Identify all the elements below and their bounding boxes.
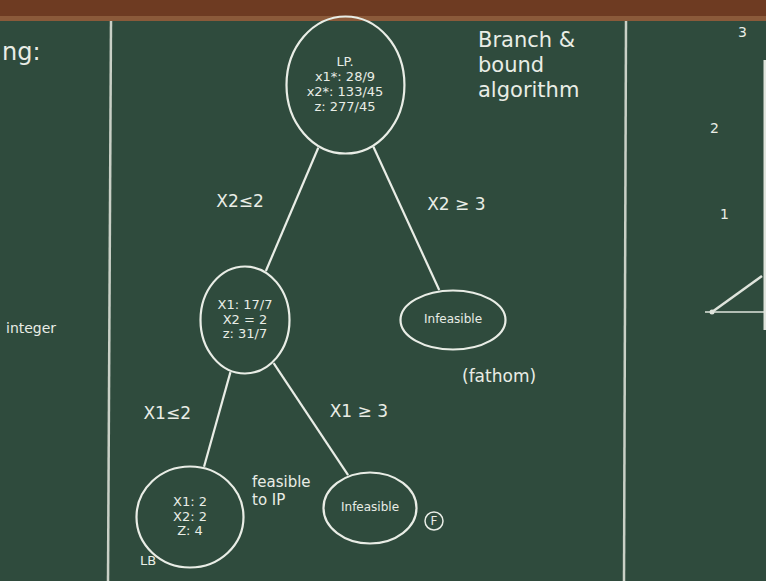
chalk-note: feasible to IP: [252, 473, 324, 509]
node-text: X1: 2: [173, 495, 207, 510]
branch-constraint: X2≤2: [214, 191, 266, 211]
node-text: z: 277/45: [314, 100, 375, 115]
chalk-note: 1: [720, 206, 729, 222]
branch-constraint: X1≤2: [141, 403, 193, 423]
branch-line: [373, 147, 439, 290]
chalk-note: integer: [6, 320, 56, 336]
node-text: Infeasible: [424, 313, 482, 327]
branch-constraint: X1 ≥ 3: [328, 401, 390, 421]
chalk-note: LB: [140, 553, 156, 568]
branch-constraint: X2 ≥ 3: [425, 194, 487, 214]
chalk-note: Branch & bound algorithm: [478, 28, 618, 104]
node-text: X2 = 2: [223, 313, 268, 328]
node-text: X2: 2: [173, 510, 207, 525]
chalk-note: F: [431, 514, 438, 528]
branch-line: [266, 148, 318, 271]
lp-node-circle: Infeasible: [399, 289, 507, 351]
node-text: z: 31/7: [223, 327, 268, 342]
chalk-note: 2: [710, 120, 719, 136]
chalk-note: ng:: [2, 38, 41, 66]
node-text: x1*: 28/9: [315, 70, 375, 85]
lp-node-circle: Infeasible: [322, 471, 418, 545]
node-text: x2*: 133/45: [307, 85, 384, 100]
chalk-note: (fathom): [462, 366, 536, 386]
node-text: LP.: [336, 55, 353, 70]
chalk-note: 3: [738, 24, 747, 40]
lp-node-circle: LP.x1*: 28/9x2*: 133/45z: 277/45: [285, 15, 406, 155]
node-text: Z: 4: [177, 524, 203, 539]
node-text: Infeasible: [341, 501, 399, 515]
lp-node-circle: X1: 17/7X2 = 2z: 31/7: [199, 265, 291, 375]
branch-line: [204, 372, 230, 467]
node-text: X1: 17/7: [218, 298, 273, 313]
